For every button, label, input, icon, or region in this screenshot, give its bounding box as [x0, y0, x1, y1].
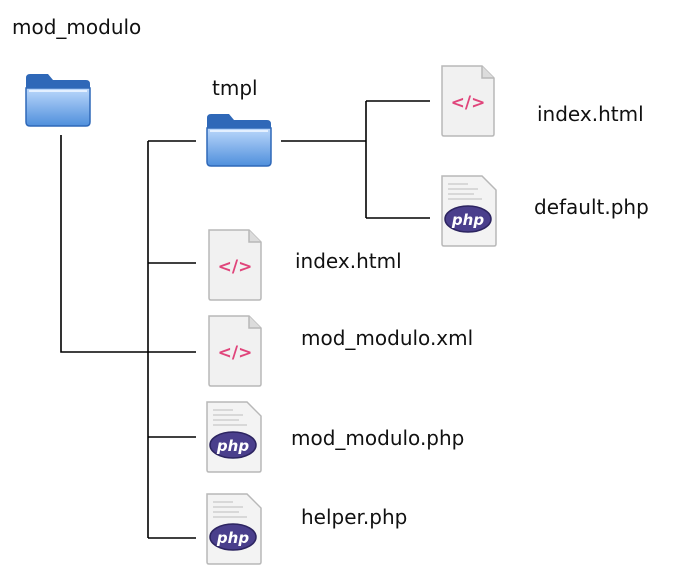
connector-root	[60, 135, 196, 353]
html-file-icon: </>	[438, 64, 498, 142]
file-label: index.html	[295, 249, 402, 273]
root-label: mod_modulo	[12, 15, 142, 39]
svg-text:</>: </>	[218, 257, 253, 277]
file-label: mod_modulo.php	[291, 426, 465, 450]
file-label: mod_modulo.xml	[301, 326, 474, 350]
tmpl-file-label: index.html	[537, 102, 644, 126]
folder-icon	[205, 112, 275, 172]
svg-text:</>: </>	[451, 93, 486, 113]
tmpl-label: tmpl	[212, 76, 258, 100]
tmpl-file-label: default.php	[534, 195, 649, 219]
html-file-icon: </>	[205, 314, 265, 392]
svg-text:</>: </>	[218, 343, 253, 363]
php-file-icon: php	[203, 400, 265, 478]
php-file-icon: php	[438, 174, 500, 252]
svg-text:php: php	[451, 211, 484, 229]
svg-text:php: php	[216, 437, 249, 455]
svg-text:php: php	[216, 529, 249, 547]
php-file-icon: php	[203, 492, 265, 570]
html-file-icon: </>	[205, 228, 265, 306]
file-label: helper.php	[301, 505, 408, 529]
folder-icon	[24, 72, 94, 132]
